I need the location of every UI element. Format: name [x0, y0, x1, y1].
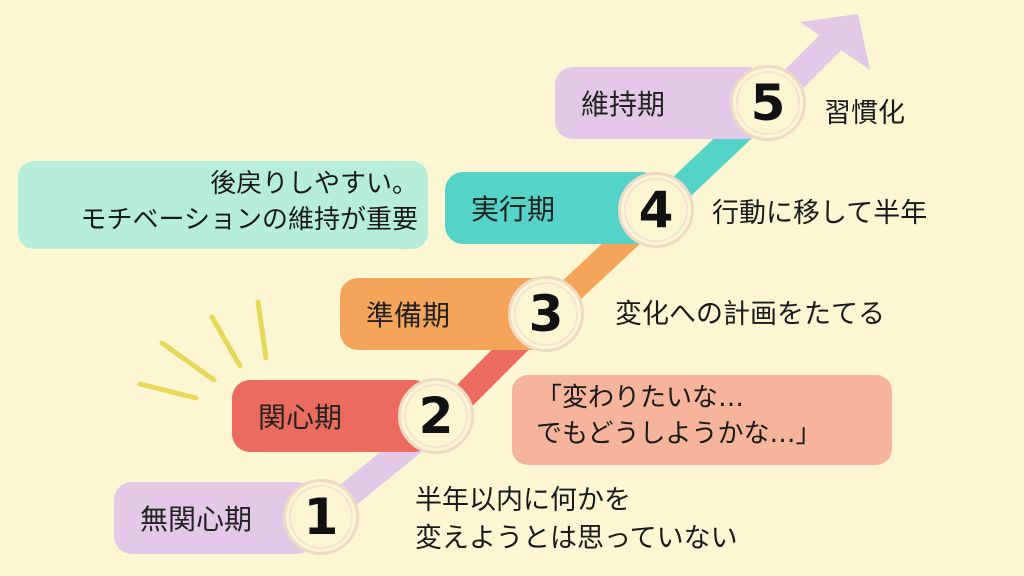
- stage-3-description: 変化への計画をたてる: [615, 296, 885, 334]
- stage-1-description-line-2: 変えようとは思っていない: [415, 523, 738, 554]
- stage-3-number: 3: [508, 276, 584, 352]
- stage-4-label: 実行期: [471, 193, 556, 226]
- stage-2-number: 2: [398, 378, 474, 454]
- emphasis-rays: [137, 299, 269, 401]
- stage-4-description-line-1: 行動に移して半年: [712, 198, 928, 229]
- stage-1-label: 無関心期: [140, 503, 253, 536]
- stage-5-label: 維持期: [581, 88, 666, 121]
- note-bubble: 後戻りしやすい。 モチベーションの維持が重要: [18, 161, 428, 249]
- speech-bubble-line-2: でもどうしようかな…」: [536, 419, 822, 449]
- stage-2-label: 関心期: [258, 401, 343, 434]
- stage-1-box: 無関心期: [114, 482, 314, 554]
- stage-1-description: 半年以内に何かを 変えようとは思っていない: [415, 482, 738, 558]
- arrowhead-inner: [800, 14, 870, 70]
- stage-1-number: 1: [283, 479, 359, 555]
- stage-3-description-line-1: 変化への計画をたてる: [615, 299, 885, 330]
- stage-2-box: 関心期: [232, 380, 432, 452]
- stage-1-description-line-1: 半年以内に何かを: [415, 485, 631, 516]
- note-bubble-line-2: モチベーションの維持が重要: [80, 205, 418, 235]
- speech-bubble-line-1: 「変わりたいな…: [536, 383, 745, 413]
- speech-bubble: 「変わりたいな… でもどうしようかな…」: [512, 375, 892, 465]
- note-bubble-line-1: 後戻りしやすい。: [210, 169, 418, 199]
- stage-3-label: 準備期: [366, 299, 451, 332]
- stage-4-number: 4: [618, 172, 694, 248]
- stage-5-number: 5: [730, 65, 806, 141]
- stage-5-description-line-1: 習慣化: [824, 98, 905, 129]
- stage-5-description: 習慣化: [824, 95, 905, 133]
- stage-4-description: 行動に移して半年: [712, 195, 927, 233]
